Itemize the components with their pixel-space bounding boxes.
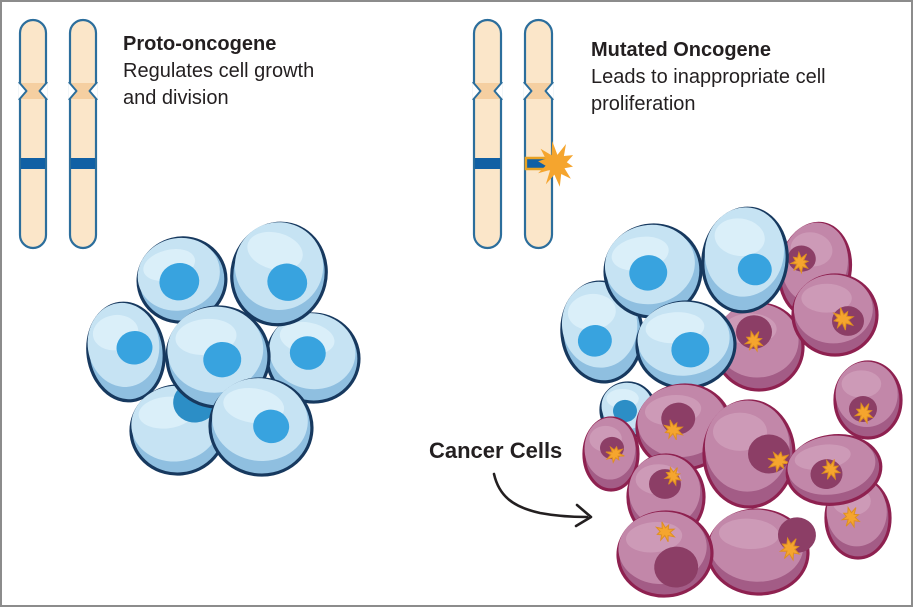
mutated-oncogene-title: Mutated Oncogene xyxy=(591,39,772,61)
chromosome xyxy=(523,18,574,250)
cancer-cell-cluster xyxy=(560,206,903,598)
cell-nucleus xyxy=(577,324,612,357)
normal-cell xyxy=(208,377,314,477)
centromere xyxy=(71,83,95,99)
chromosome xyxy=(68,18,98,250)
cell-nucleus xyxy=(159,263,200,301)
mutation-star-icon xyxy=(743,330,764,353)
normal-cell xyxy=(86,301,166,403)
mutation-star-icon xyxy=(663,419,684,441)
cancer-cell xyxy=(706,508,816,596)
cancer-cells-arrow xyxy=(492,472,593,528)
gene-band xyxy=(474,158,501,169)
normal-cell-cluster xyxy=(86,221,361,477)
proto-oncogene-title: Proto-oncogene xyxy=(123,33,277,55)
mutation-star-icon xyxy=(538,141,574,187)
normal-cell xyxy=(230,221,328,327)
cancer-cell xyxy=(791,273,879,357)
cancer-cell xyxy=(582,416,640,492)
cell-nucleus xyxy=(116,331,153,365)
cell-nucleus xyxy=(203,341,242,378)
mutation-star-icon xyxy=(778,536,801,562)
cell-nucleus xyxy=(629,255,668,291)
normal-cell xyxy=(136,236,228,324)
mutation-star-icon xyxy=(853,402,874,425)
mutation-star-icon xyxy=(605,445,625,464)
mutated-oncogene-label: Mutated Oncogene Leads to inappropriate … xyxy=(591,37,881,118)
cell-nucleus xyxy=(613,399,637,423)
mutation-star-icon xyxy=(840,506,861,529)
mutation-star-icon xyxy=(654,521,676,543)
cell-nucleus xyxy=(289,336,326,370)
centromere xyxy=(21,83,45,99)
normal-cell xyxy=(265,312,361,404)
mutated-oncogene-description: Leads to inappropriate cell proliferatio… xyxy=(591,66,826,115)
cell-nucleus xyxy=(253,409,290,444)
cancer-cell xyxy=(702,399,796,509)
gene-band xyxy=(20,158,46,169)
chromosome xyxy=(472,18,503,250)
normal-cell xyxy=(635,300,737,390)
proto-oncogene-chromosome-pair xyxy=(18,18,98,250)
cell-nucleus xyxy=(267,263,308,301)
cancer-cells-label: Cancer Cells xyxy=(429,438,563,463)
cancer-cell xyxy=(833,360,903,440)
mutation-star-icon xyxy=(663,466,682,487)
proto-oncogene-description: Regulates cell growth and division xyxy=(123,60,315,109)
normal-cell xyxy=(701,206,789,314)
cancer-cell xyxy=(777,221,853,319)
mutation-star-icon xyxy=(832,307,855,331)
cell-nucleus xyxy=(737,253,772,286)
mutated-oncogene-chromosome-pair xyxy=(472,18,574,250)
mutation-burst xyxy=(538,141,574,187)
mutation-star-icon xyxy=(789,250,810,275)
cancer-cell xyxy=(785,434,883,506)
proto-oncogene-label: Proto-oncogene Regulates cell growth and… xyxy=(123,31,351,112)
centromere xyxy=(475,83,500,99)
mutation-star-icon xyxy=(820,459,842,481)
cell-nucleus xyxy=(736,315,772,349)
gene-band xyxy=(70,158,96,169)
normal-cell xyxy=(603,223,703,319)
centromere xyxy=(526,83,551,99)
mutation-star-icon xyxy=(767,451,791,473)
cancer-cell xyxy=(616,510,714,598)
cell-nucleus xyxy=(654,546,699,588)
cancer-cell xyxy=(713,302,805,392)
cell-nucleus xyxy=(671,332,710,368)
chromosome xyxy=(18,18,48,250)
